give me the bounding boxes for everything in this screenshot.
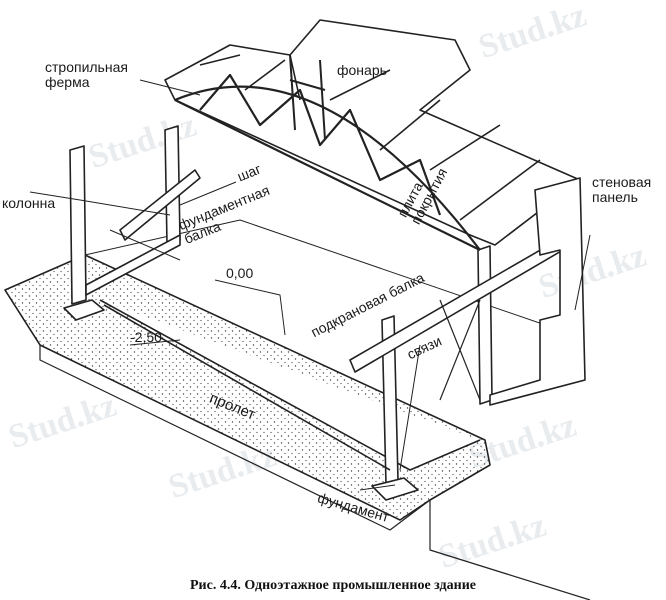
figure-caption: Рис. 4.4. Одноэтажное промышленное здани… [190,578,476,593]
label-level-zero: 0,00 [226,265,254,281]
crane-beam-left [119,169,201,241]
column-back-right [477,245,493,405]
bracing [439,299,481,401]
label-column: колонна [2,195,56,211]
wall-panel [489,177,586,406]
label-lantern: фонарь [337,62,387,78]
lantern [289,54,326,141]
label-level-minus: -2,50 [130,329,162,345]
roof [164,19,581,246]
column-front-left [69,145,87,305]
